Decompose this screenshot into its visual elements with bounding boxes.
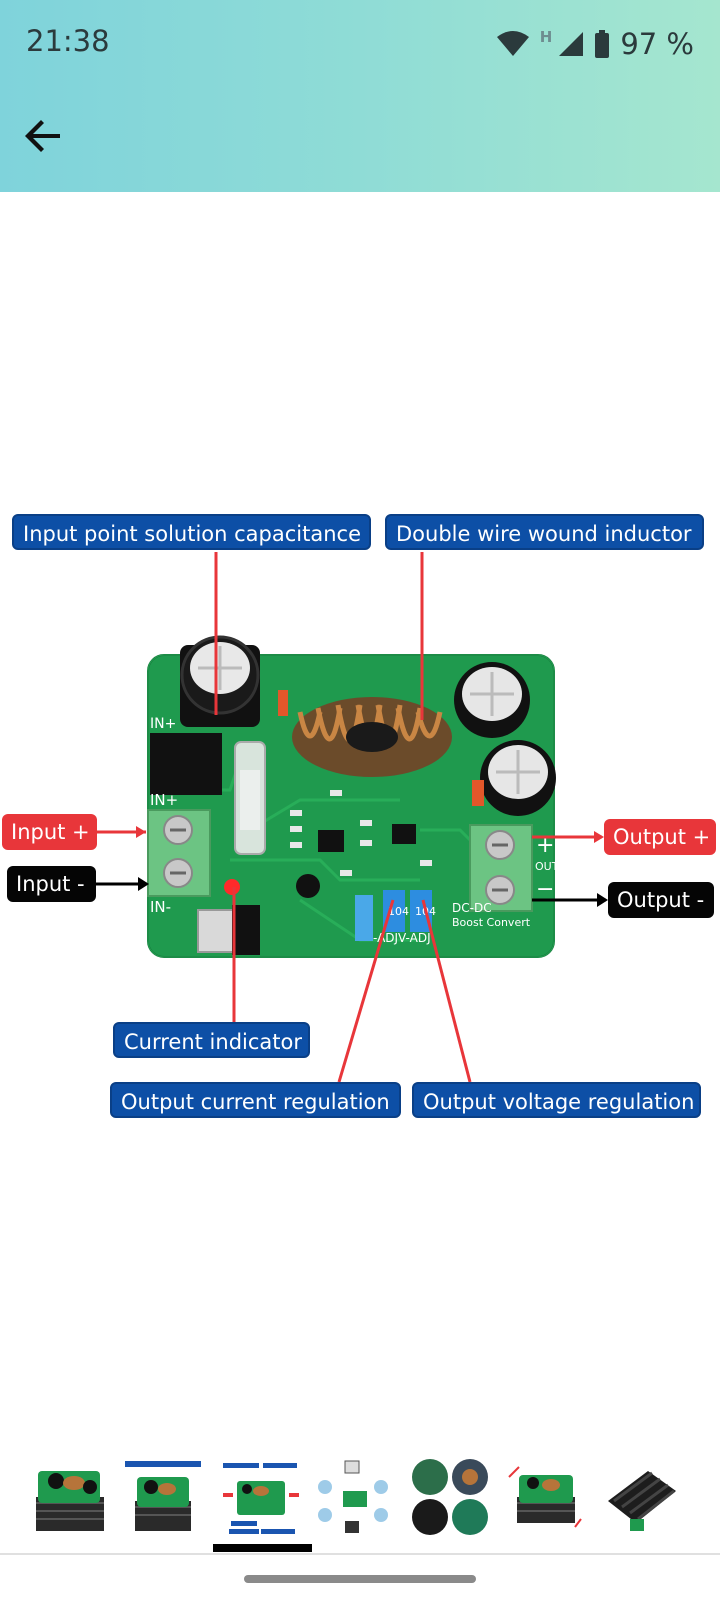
svg-text:DC-DC: DC-DC	[452, 901, 492, 915]
dc-jack	[150, 733, 222, 795]
callout-output-minus: Output -	[608, 882, 714, 918]
callout-output-plus: Output +	[604, 819, 716, 855]
ic-chip-2	[392, 824, 416, 844]
back-button[interactable]	[20, 112, 68, 160]
svg-text:-ADJV-ADJ: -ADJV-ADJ	[373, 931, 431, 945]
thumbnail-1[interactable]	[30, 1457, 110, 1537]
status-time: 21:38	[26, 24, 110, 58]
mosfet	[197, 909, 239, 953]
selected-thumbnail-indicator	[213, 1544, 312, 1552]
app-top-bar: 21:38 H 97 %	[0, 0, 720, 192]
callout-current-indicator: Current indicator	[113, 1022, 310, 1058]
thumbnail-4[interactable]	[315, 1457, 395, 1537]
potentiometer-voltage	[410, 890, 432, 932]
svg-text:IN-: IN-	[150, 898, 171, 916]
ic-chip-1	[318, 830, 344, 852]
toroid-inductor	[292, 697, 452, 777]
divider	[0, 1553, 720, 1555]
callout-current-regulation: Output current regulation	[110, 1082, 401, 1118]
output-terminal-block	[469, 824, 533, 912]
thumbnail-2[interactable]	[123, 1457, 203, 1537]
current-led	[224, 879, 240, 895]
output-capacitor-2	[480, 740, 556, 816]
thumbnail-3-selected[interactable]	[221, 1457, 301, 1537]
output-capacitor-1	[454, 662, 530, 738]
svg-text:IN+: IN+	[150, 716, 176, 732]
svg-text:Boost Convert: Boost Convert	[452, 916, 531, 929]
svg-text:104: 104	[388, 905, 409, 918]
status-icons: H 97 %	[496, 24, 694, 64]
callout-inductor: Double wire wound inductor	[385, 514, 704, 550]
product-image-viewer[interactable]: IN+	[0, 192, 720, 1432]
callout-input-minus: Input -	[7, 866, 96, 902]
callout-input-plus: Input +	[2, 814, 97, 850]
svg-text:IN+: IN+	[150, 791, 178, 809]
wifi-icon	[496, 31, 529, 56]
gesture-nav-handle[interactable]	[244, 1575, 476, 1583]
input-terminal-block	[147, 809, 211, 897]
potentiometer-current	[383, 890, 405, 932]
arrow-left-icon	[25, 120, 60, 152]
signal-icon	[559, 32, 584, 56]
fuse	[234, 741, 266, 855]
svg-text:OUT: OUT	[535, 860, 559, 873]
input-capacitor	[180, 635, 260, 727]
callout-input-capacitance: Input point solution capacitance	[12, 514, 371, 550]
svg-text:+: +	[536, 833, 554, 858]
pcb-annotated-image: IN+	[96, 552, 608, 1083]
thumbnail-6[interactable]	[505, 1457, 585, 1537]
thumbnail-7[interactable]	[600, 1457, 680, 1537]
svg-text:−: −	[536, 877, 554, 902]
battery-icon	[595, 30, 610, 58]
network-type-label: H	[539, 28, 553, 46]
thumbnail-strip	[0, 1443, 720, 1553]
thumbnail-5[interactable]	[410, 1457, 490, 1537]
callout-voltage-regulation: Output voltage regulation	[412, 1082, 701, 1118]
battery-percent: 97 %	[620, 27, 694, 61]
